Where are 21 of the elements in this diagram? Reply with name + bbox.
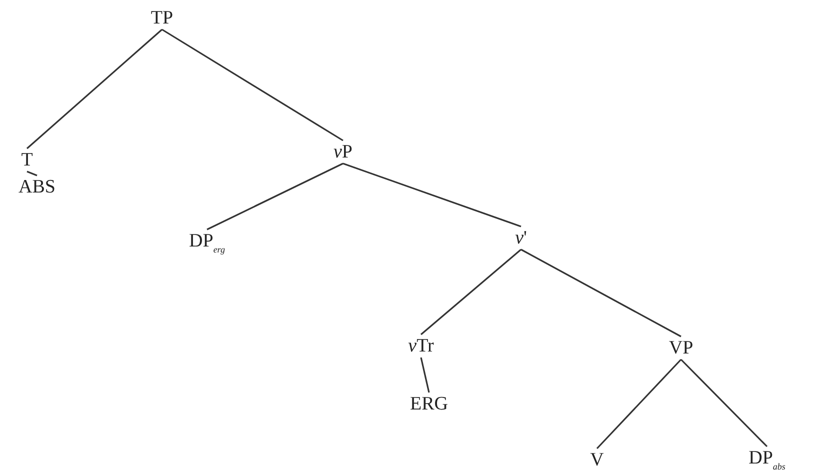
tree-node-label: DP$_{abs}$ xyxy=(748,448,786,472)
tree-node-label: DP$_{erg}$ xyxy=(189,230,225,256)
tree-node-label: V xyxy=(590,450,604,470)
tree-node-label: TP xyxy=(150,8,174,28)
tree-node-label: v' xyxy=(515,228,527,248)
tree-branch xyxy=(26,28,163,150)
tree-node-label: vP xyxy=(334,142,352,162)
tree-node-label: ERG xyxy=(410,394,448,414)
tree-branch xyxy=(520,248,682,338)
tree-branch xyxy=(26,170,38,176)
tree-node-label: vTr xyxy=(408,336,434,356)
tree-node-label: VP xyxy=(668,338,694,358)
tree-node-label: ABS xyxy=(18,176,56,198)
tree-branch xyxy=(596,358,682,450)
tree-branch xyxy=(206,162,344,230)
tree-branch xyxy=(342,162,522,228)
tree-branch xyxy=(420,248,522,336)
tree-node-label: T xyxy=(21,150,33,170)
tree-branch xyxy=(162,28,344,142)
tree-branch xyxy=(680,358,768,448)
tree-branch xyxy=(420,357,430,393)
